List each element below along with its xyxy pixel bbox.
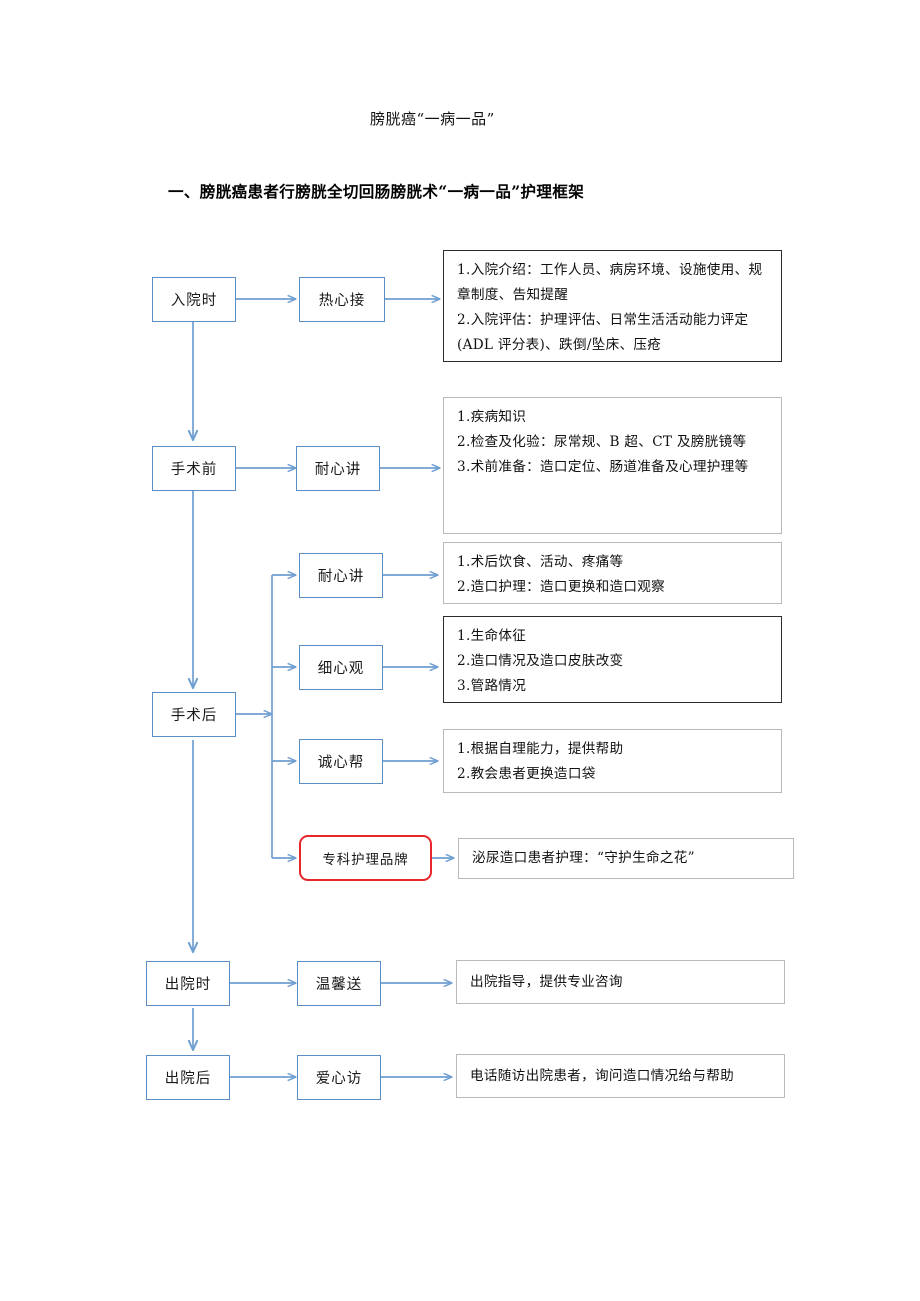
action-label: 爱心访: [315, 1071, 363, 1087]
detail-line: 1.根据自理能力，提供帮助: [457, 741, 624, 757]
detail-box-specialty-brand: 泌尿造口患者护理：“守护生命之花”: [458, 838, 794, 879]
detail-box-preop: 1.疾病知识 2.检查及化验：尿常规、B 超、CT 及膀胱镜等 3.术前准备：造…: [443, 397, 782, 534]
detail-box-admission: 1.入院介绍：工作人员、病房环境、设施使用、规章制度、告知提醒 2.入院评估：护…: [443, 250, 782, 362]
action-label: 温馨送: [315, 977, 363, 993]
action-node-careful-watch[interactable]: 细心观: [299, 645, 383, 690]
stage-label: 手术前: [170, 462, 218, 478]
detail-line: 出院指导，提供专业咨询: [470, 973, 623, 990]
section-heading: 一、膀胱癌患者行膀胱全切回肠膀胱术“一病一品”护理框架: [168, 182, 585, 201]
detail-box-careful-watch: 1.生命体征 2.造口情况及造口皮肤改变 3.管路情况: [443, 616, 782, 703]
action-label: 专科护理品牌: [322, 853, 409, 868]
detail-line: 3.术前准备：造口定位、肠道准备及心理护理等: [457, 459, 749, 475]
action-node-warm-send[interactable]: 温馨送: [297, 961, 381, 1006]
detail-line: 1.生命体征: [457, 628, 527, 644]
detail-box-sincere-help: 1.根据自理能力，提供帮助 2.教会患者更换造口袋: [443, 729, 782, 793]
action-label: 耐心讲: [314, 462, 362, 478]
detail-box-discharge: 出院指导，提供专业咨询: [456, 960, 785, 1004]
action-node-postop-talk[interactable]: 耐心讲: [299, 553, 383, 598]
action-label: 耐心讲: [317, 569, 365, 585]
action-label: 细心观: [317, 661, 365, 677]
action-node-specialty-brand[interactable]: 专科护理品牌: [299, 835, 432, 881]
detail-line: 电话随访出院患者，询问造口情况给与帮助: [470, 1067, 734, 1084]
detail-box-postdischarge: 电话随访出院患者，询问造口情况给与帮助: [456, 1054, 785, 1098]
detail-line: 3.管路情况: [457, 678, 527, 694]
stage-node-discharge[interactable]: 出院时: [146, 961, 230, 1006]
action-label: 热心接: [318, 293, 366, 309]
detail-line: 泌尿造口患者护理：“守护生命之花”: [472, 850, 695, 866]
action-node-warm-welcome[interactable]: 热心接: [299, 277, 385, 322]
stage-label: 出院时: [164, 977, 212, 993]
detail-line: 2.检查及化验：尿常规、B 超、CT 及膀胱镜等: [457, 434, 747, 450]
stage-label: 手术后: [170, 708, 218, 724]
detail-line: 1.术后饮食、活动、疼痛等: [457, 554, 624, 570]
detail-line: 2.教会患者更换造口袋: [457, 766, 596, 782]
action-label: 诚心帮: [317, 755, 365, 771]
detail-line: 2.造口情况及造口皮肤改变: [457, 653, 624, 669]
detail-line: 2.造口护理：造口更换和造口观察: [457, 579, 666, 595]
detail-line: 1.入院介绍：工作人员、病房环境、设施使用、规章制度、告知提醒: [457, 262, 763, 303]
stage-node-admission[interactable]: 入院时: [152, 277, 236, 322]
stage-label: 出院后: [164, 1071, 212, 1087]
document-title: 膀胱癌“一病一品”: [370, 110, 495, 128]
stage-label: 入院时: [170, 293, 218, 309]
stage-node-postop[interactable]: 手术后: [152, 692, 236, 737]
action-node-patient-talk[interactable]: 耐心讲: [296, 446, 380, 491]
detail-line: 2.入院评估：护理评估、日常生活活动能力评定(ADL 评分表)、跌倒/坠床、压疮: [457, 312, 749, 353]
detail-box-postop-talk: 1.术后饮食、活动、疼痛等 2.造口护理：造口更换和造口观察: [443, 542, 782, 604]
action-node-loving-visit[interactable]: 爱心访: [297, 1055, 381, 1100]
stage-node-postdischarge[interactable]: 出院后: [146, 1055, 230, 1100]
stage-node-preop[interactable]: 手术前: [152, 446, 236, 491]
detail-line: 1.疾病知识: [457, 409, 527, 425]
action-node-sincere-help[interactable]: 诚心帮: [299, 739, 383, 784]
